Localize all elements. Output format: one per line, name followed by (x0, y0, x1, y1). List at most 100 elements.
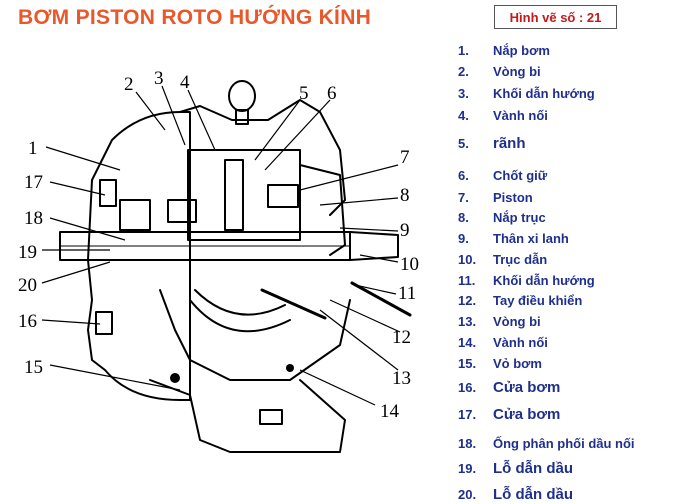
leader-line (49, 217, 126, 241)
leader-line (264, 99, 331, 171)
base-slot-shape (259, 409, 283, 425)
figure-label: Hình vẽ số : 21 (494, 5, 617, 29)
legend-item: 8. Nắp trục (458, 209, 546, 227)
bearing-left-shape (167, 199, 197, 223)
legend-number: 3. (458, 86, 469, 101)
left-cover-shape (87, 111, 191, 401)
legend-text: Vòng bi (493, 64, 541, 79)
legend-number: 10. (458, 252, 477, 267)
eye-stem-shape (235, 109, 249, 125)
legend-text: rãnh (493, 135, 526, 152)
leader-line (49, 364, 181, 391)
legend-text: Thân xi lanh (493, 231, 569, 246)
cylinder-block-shape (187, 149, 301, 241)
leader-line (319, 197, 399, 206)
leader-line (299, 164, 399, 191)
bearing-right-shape (267, 184, 299, 208)
legend-text: Nắp trục (493, 210, 546, 225)
bolt-shape (170, 373, 180, 383)
leader-line (329, 299, 401, 333)
leader-line (41, 261, 111, 284)
leader-line (161, 85, 186, 146)
legend-text: Ống phân phối dầu nối (493, 436, 635, 451)
diagram-title: BƠM PISTON ROTO HƯỚNG KÍNH (18, 6, 372, 29)
legend-item: 15.Vỏ bơm (458, 355, 542, 373)
callout-6: 6 (327, 83, 337, 104)
legend-number: 13. (458, 314, 477, 329)
leader-line (339, 227, 399, 232)
legend-number: 4. (458, 108, 469, 123)
legend-number: 5. (458, 136, 469, 151)
callout-11: 11 (398, 283, 416, 304)
legend-number: 18. (458, 436, 477, 451)
legend-item: 1. Nắp bơm (458, 42, 550, 60)
legend-item: 17. Cửa bơm (458, 406, 560, 424)
legend-item: 10. Trục dẫn (458, 251, 547, 269)
callout-12: 12 (392, 327, 411, 348)
legend-number: 7. (458, 190, 469, 205)
window-shape (119, 199, 151, 231)
legend-text: Trục dẫn (493, 252, 548, 267)
legend-item: 18. Ống phân phối dầu nối (458, 435, 635, 453)
legend-number: 14. (458, 335, 477, 350)
lower-port-shape (95, 311, 113, 335)
legend-item: 16. Cửa bơm (458, 379, 560, 397)
legend-item: 20.Lỗ dẫn dầu (458, 486, 573, 504)
legend-number: 1. (458, 43, 469, 58)
callout-15: 15 (24, 357, 43, 378)
legend-text: Khối dẫn hướng (493, 86, 595, 101)
callout-8: 8 (400, 185, 410, 206)
legend-item: 11.Khối dẫn hướng (458, 272, 595, 290)
upper-port-shape (99, 179, 117, 207)
legend-number: 6. (458, 168, 469, 183)
leader-line (254, 99, 301, 161)
legend-number: 19. (458, 461, 477, 476)
legend-text: Cửa bơm (493, 406, 561, 423)
callout-18: 18 (24, 208, 43, 229)
legend-text: Cửa bơm (493, 379, 561, 396)
control-rod-2-shape (350, 281, 412, 317)
leader-line (135, 91, 166, 131)
lifting-eye-shape (228, 80, 256, 112)
legend-text: Piston (493, 190, 533, 205)
leader-line (299, 369, 376, 406)
base-shape (149, 379, 346, 453)
callout-4: 4 (180, 72, 190, 93)
legend-item: 13.Vòng bi (458, 313, 541, 331)
legend-item: 2.Vòng bi (458, 63, 541, 81)
callout-17: 17 (24, 172, 43, 193)
legend-number: 12. (458, 293, 477, 308)
leader-line (49, 181, 106, 196)
lower-ring-shape (189, 299, 291, 333)
legend-number: 9. (458, 231, 469, 246)
legend-number: 8. (458, 210, 469, 225)
callout-1: 1 (28, 138, 38, 159)
legend-number: 15. (458, 356, 477, 371)
legend-item: 9. Thân xi lanh (458, 230, 569, 248)
bolt-shape (286, 364, 294, 372)
callout-14: 14 (380, 401, 400, 422)
legend-text: Lỗ dẫn dầu (493, 460, 573, 477)
legend-item: 4. Vành nối (458, 107, 548, 125)
legend-item: 12.Tay điều khiển (458, 292, 582, 310)
callout-19: 19 (18, 242, 37, 263)
legend-number: 16. (458, 380, 477, 395)
legend-item: 5. rãnh (458, 135, 526, 153)
legend-item: 3. Khối dẫn hướng (458, 85, 595, 103)
legend-text: Chốt giữ (493, 168, 548, 183)
leader-line (41, 319, 101, 325)
legend-item: 7. Piston (458, 189, 533, 207)
shaft-end-shape (349, 231, 399, 261)
leader-line (354, 284, 397, 295)
callout-13: 13 (392, 368, 411, 389)
right-housing-shape (299, 164, 346, 256)
legend-text: Vành nối (493, 108, 548, 123)
piston-shape (224, 159, 244, 231)
leader-line (187, 89, 216, 151)
legend-text: Nắp bơm (493, 43, 550, 58)
legend-number: 17. (458, 407, 477, 422)
leader-line (45, 146, 121, 171)
callout-20: 20 (18, 275, 37, 296)
legend-text: Vành nối (493, 335, 548, 350)
callout-3: 3 (154, 68, 164, 89)
